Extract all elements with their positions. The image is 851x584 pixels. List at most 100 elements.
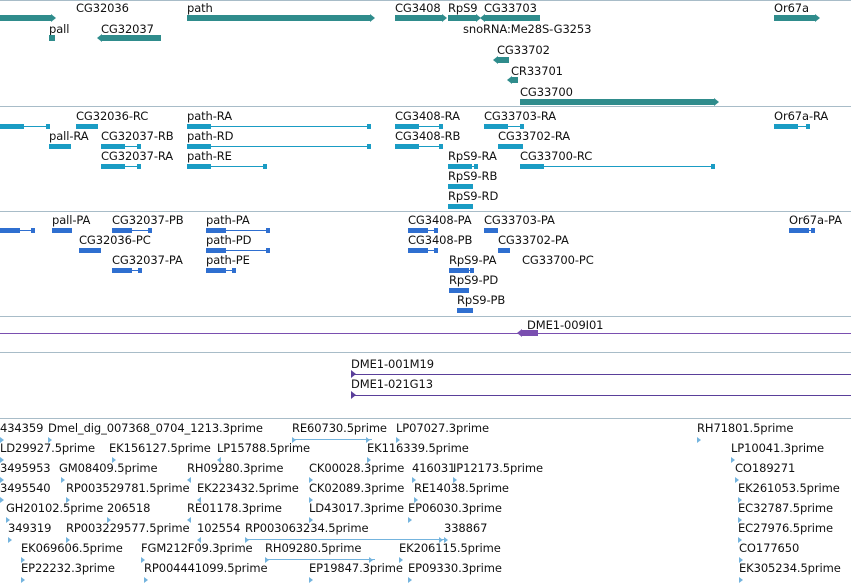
- clone-line[interactable]: [0, 333, 851, 334]
- transcript-exon[interactable]: [469, 184, 473, 189]
- transcript-exon[interactable]: [76, 124, 98, 129]
- protein-exon[interactable]: [506, 248, 510, 253]
- est-label[interactable]: FGM212F09.3prime: [141, 541, 253, 555]
- est-label[interactable]: RP003229577.5prime: [66, 521, 190, 535]
- transcript-exon[interactable]: [519, 144, 523, 149]
- protein-exon[interactable]: [449, 288, 469, 293]
- transcript-label[interactable]: CG33703-RA: [484, 109, 557, 123]
- protein-label[interactable]: path-PE: [206, 253, 250, 267]
- protein-exon[interactable]: [112, 268, 132, 273]
- bac-label[interactable]: DME1-001M19: [351, 357, 434, 371]
- protein-exon[interactable]: [408, 248, 428, 253]
- protein-exon[interactable]: [0, 228, 20, 233]
- protein-label[interactable]: pall-PA: [52, 213, 91, 227]
- protein-exon[interactable]: [68, 228, 72, 233]
- protein-exon[interactable]: [52, 228, 72, 233]
- protein-exon[interactable]: [811, 228, 815, 233]
- gene-feature[interactable]: [101, 35, 161, 41]
- gene-label[interactable]: snoRNA:Me28S-G3253: [463, 22, 592, 36]
- protein-label[interactable]: RpS9-PD: [449, 273, 499, 287]
- bac-label[interactable]: DME1-021G13: [351, 377, 433, 391]
- protein-intron[interactable]: [206, 250, 270, 251]
- transcript-exon[interactable]: [520, 124, 524, 129]
- est-intron[interactable]: [265, 559, 375, 560]
- est-label[interactable]: RH71801.5prime: [697, 421, 794, 435]
- transcript-exon[interactable]: [367, 124, 371, 129]
- est-label[interactable]: GM08409.5prime: [59, 461, 158, 475]
- transcript-exon[interactable]: [498, 144, 522, 149]
- transcript-exon[interactable]: [67, 144, 71, 149]
- gene-label[interactable]: CG33702: [497, 43, 550, 57]
- protein-exon[interactable]: [789, 228, 809, 233]
- est-label[interactable]: 338867: [444, 521, 488, 535]
- gene-feature[interactable]: [497, 57, 509, 63]
- gene-label[interactable]: CG33700: [520, 85, 573, 99]
- transcript-label[interactable]: CG33702-RA: [498, 129, 571, 143]
- est-label[interactable]: 206518: [107, 501, 151, 515]
- transcript-intron[interactable]: [395, 146, 443, 147]
- protein-exon[interactable]: [484, 228, 498, 233]
- est-label[interactable]: IP12173.5prime: [453, 461, 543, 475]
- protein-label[interactable]: CG3408-PB: [408, 233, 473, 247]
- est-label[interactable]: 3495540: [0, 481, 51, 495]
- est-label[interactable]: EC32787.5prime: [738, 501, 833, 515]
- est-intron[interactable]: [245, 539, 445, 540]
- transcript-label[interactable]: CG32036-RC: [76, 109, 149, 123]
- transcript-exon[interactable]: [439, 124, 443, 129]
- protein-label[interactable]: CG33700-PC: [522, 253, 594, 267]
- protein-intron[interactable]: [206, 230, 270, 231]
- transcript-exon[interactable]: [263, 164, 267, 169]
- transcript-exon[interactable]: [448, 204, 472, 209]
- gene-label[interactable]: CR33701: [511, 64, 563, 78]
- est-label[interactable]: LP07027.3prime: [396, 421, 489, 435]
- transcript-exon[interactable]: [187, 124, 211, 129]
- protein-exon[interactable]: [79, 248, 99, 253]
- est-label[interactable]: RH09280.3prime: [187, 461, 284, 475]
- est-label[interactable]: RE60730.5prime: [292, 421, 387, 435]
- gene-label[interactable]: CG32036: [76, 1, 129, 15]
- est-label[interactable]: EP06030.3prime: [408, 501, 502, 515]
- transcript-exon[interactable]: [520, 164, 544, 169]
- transcript-exon[interactable]: [94, 124, 98, 129]
- est-label[interactable]: 434359: [0, 421, 44, 435]
- transcript-exon[interactable]: [187, 164, 211, 169]
- protein-label[interactable]: CG32037-PA: [112, 253, 183, 267]
- protein-exon[interactable]: [470, 268, 474, 273]
- protein-label[interactable]: CG33702-PA: [498, 233, 569, 247]
- est-label[interactable]: RP003063234.5prime: [245, 521, 369, 535]
- protein-label[interactable]: CG32036-PC: [79, 233, 151, 247]
- protein-exon[interactable]: [206, 228, 226, 233]
- bac-line[interactable]: [351, 374, 851, 375]
- protein-exon[interactable]: [206, 268, 226, 273]
- est-intron[interactable]: [292, 439, 372, 440]
- clone-label[interactable]: DME1-009I01: [527, 318, 604, 332]
- gene-feature[interactable]: [0, 15, 52, 21]
- protein-label[interactable]: CG33703-PA: [484, 213, 555, 227]
- est-label[interactable]: RH09280.5prime: [265, 541, 362, 555]
- clone-feature[interactable]: [522, 330, 538, 336]
- est-label[interactable]: 3495953: [0, 461, 51, 475]
- protein-exon[interactable]: [266, 248, 270, 253]
- protein-exon[interactable]: [232, 268, 236, 273]
- est-label[interactable]: EK116339.5prime: [367, 441, 469, 455]
- est-label[interactable]: RE14038.5prime: [414, 481, 509, 495]
- protein-intron[interactable]: [112, 230, 152, 231]
- gene-feature[interactable]: [49, 35, 55, 41]
- est-label[interactable]: CK00028.3prime: [309, 461, 405, 475]
- transcript-exon[interactable]: [101, 144, 125, 149]
- protein-exon[interactable]: [206, 248, 226, 253]
- gene-label[interactable]: Or67a: [774, 1, 809, 15]
- transcript-label[interactable]: path-RD: [187, 129, 234, 143]
- est-label[interactable]: EK206115.5prime: [399, 541, 501, 555]
- est-label[interactable]: CO177650: [739, 541, 800, 555]
- transcript-label[interactable]: path-RA: [187, 109, 232, 123]
- transcript-intron[interactable]: [187, 146, 371, 147]
- est-label[interactable]: EK223432.5prime: [197, 481, 299, 495]
- protein-exon[interactable]: [494, 228, 498, 233]
- protein-label[interactable]: Or67a-PA: [789, 213, 842, 227]
- est-label[interactable]: LD29927.5prime: [0, 441, 95, 455]
- transcript-label[interactable]: RpS9-RD: [448, 189, 499, 203]
- transcript-exon[interactable]: [711, 164, 715, 169]
- transcript-exon[interactable]: [484, 124, 508, 129]
- est-label[interactable]: LD43017.3prime: [309, 501, 404, 515]
